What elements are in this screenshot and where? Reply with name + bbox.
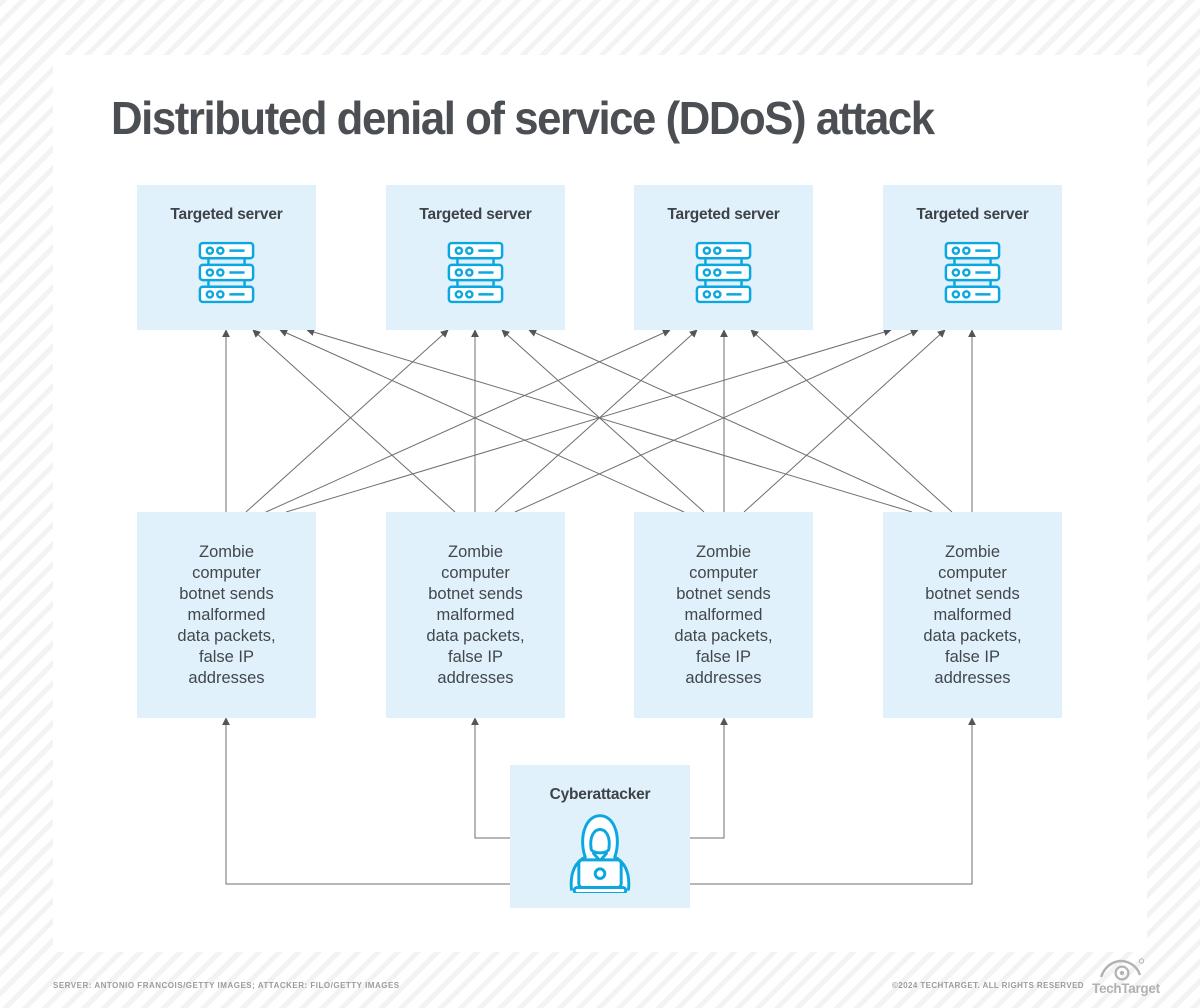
server-label: Targeted server <box>667 206 780 223</box>
connector-lines <box>222 328 976 885</box>
copyright-notice: ©2024 TECHTARGET. ALL RIGHTS RESERVED <box>892 981 1084 990</box>
zombie-botnet-text: Zombie computer botnet sends malformed d… <box>923 542 1022 687</box>
page-title: Distributed denial of service (DDoS) att… <box>111 92 935 144</box>
cyberattacker-box: Cyberattacker <box>510 765 690 908</box>
server-stack-icon <box>447 241 504 304</box>
techtarget-eye-icon <box>1098 957 1144 983</box>
server-stack-icon <box>944 241 1001 304</box>
hooded-hacker-icon <box>563 812 637 893</box>
techtarget-logo: TechTarget <box>1092 957 1160 996</box>
diagram-canvas: Distributed denial of service (DDoS) att… <box>53 55 1147 952</box>
zombie-botnet-box-3: Zombie computer botnet sends malformed d… <box>634 512 813 718</box>
zombie-botnet-text: Zombie computer botnet sends malformed d… <box>426 542 525 687</box>
image-credits: SERVER: ANTONIO FRANCOIS/GETTY IMAGES; A… <box>53 981 400 990</box>
targeted-server-box-2: Targeted server <box>386 185 565 330</box>
server-stack-icon <box>198 241 255 304</box>
server-stack-icon <box>695 241 752 304</box>
targeted-server-box-1: Targeted server <box>137 185 316 330</box>
server-label: Targeted server <box>916 206 1029 223</box>
zombie-botnet-text: Zombie computer botnet sends malformed d… <box>674 542 773 687</box>
server-label: Targeted server <box>170 206 283 223</box>
cyberattacker-label: Cyberattacker <box>549 786 651 803</box>
server-label: Targeted server <box>419 206 532 223</box>
zombie-botnet-box-4: Zombie computer botnet sends malformed d… <box>883 512 1062 718</box>
zombie-botnet-text: Zombie computer botnet sends malformed d… <box>177 542 276 687</box>
zombie-botnet-box-2: Zombie computer botnet sends malformed d… <box>386 512 565 718</box>
targeted-server-box-4: Targeted server <box>883 185 1062 330</box>
zombie-botnet-box-1: Zombie computer botnet sends malformed d… <box>137 512 316 718</box>
techtarget-wordmark: TechTarget <box>1092 981 1160 996</box>
targeted-server-box-3: Targeted server <box>634 185 813 330</box>
